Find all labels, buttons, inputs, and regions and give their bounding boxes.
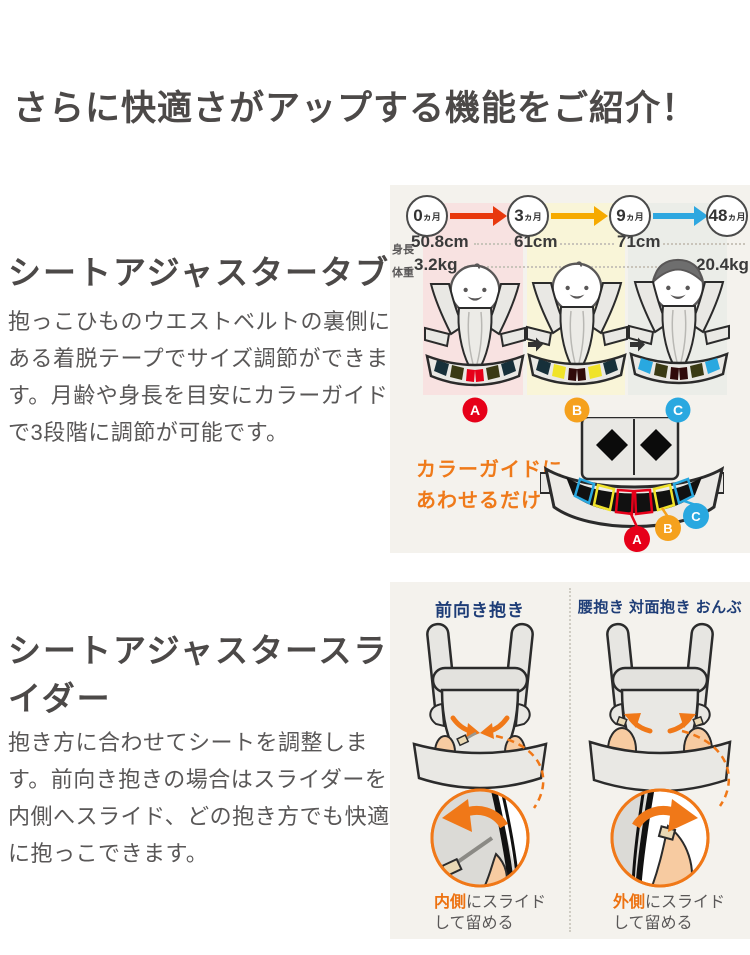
dotted-leader	[474, 243, 511, 245]
page-title: さらに快適さがアップする機能をご紹介！	[13, 89, 698, 128]
timeline-arrows	[450, 206, 708, 226]
section2-body: 抱き方に合わせてシートを調整します。前向き抱きの場合はスライダーを内側へスライド…	[8, 730, 390, 866]
section2-heading: シートアジャスタースライダー	[8, 632, 389, 717]
callout-line2: あわせるだけ	[416, 490, 542, 512]
weight-start-value: 3.2kg	[414, 255, 458, 274]
active-guide-tab	[475, 369, 484, 382]
slide-outward-label: 外側にスライド して留める	[613, 892, 725, 934]
front-carry-header: 前向き抱き	[435, 601, 525, 620]
guide-outline-blue	[573, 477, 596, 505]
weight-end-value: 20.4kg	[696, 255, 749, 274]
active-guide-tab	[588, 364, 602, 379]
dotted-leader	[560, 243, 614, 245]
arrow-0-3-months	[450, 206, 507, 226]
milestone-unit: ヵ月	[422, 211, 441, 222]
arrow-9-48-months	[653, 206, 708, 226]
slide-target-word: 内側	[434, 894, 467, 911]
section1-heading: シートアジャスタータブ	[8, 254, 391, 291]
milestone-number: 9	[616, 206, 626, 225]
carrier-slider-outward-illustration	[588, 622, 732, 888]
arrow-3-9-months	[551, 206, 608, 226]
badge-letter: A	[470, 402, 480, 418]
guide-outline-yellow	[592, 483, 616, 512]
guide-outline-red	[633, 488, 654, 516]
dotted-leader	[663, 243, 745, 245]
height-label: 身長	[392, 244, 414, 256]
slide-suffix: にスライド	[466, 894, 547, 911]
next-step-arrow-icon	[528, 337, 543, 352]
next-step-arrow-icon	[630, 337, 645, 352]
slide-line2: して留める	[613, 915, 693, 932]
milestone-number: 3	[514, 206, 524, 225]
other-carries-header: 腰抱き 対面抱き おんぶ	[577, 599, 743, 616]
dotted-divider	[569, 588, 571, 932]
slide-inward-label: 内側にスライド して留める	[434, 892, 546, 934]
seat-adjuster-slider-diagram: 前向き抱き 腰抱き 対面抱き おんぶ	[390, 582, 750, 939]
stage-b-badge: B	[564, 397, 590, 423]
carrier-illustration-stage-a	[424, 283, 526, 387]
carrier-illustration-stage-c	[628, 281, 730, 385]
active-guide-tab	[638, 358, 653, 374]
carrier-slider-inward-illustration	[412, 622, 548, 888]
weight-label: 体重	[392, 267, 414, 279]
milestone-unit: ヵ月	[523, 211, 542, 222]
badge-letter: C	[673, 402, 683, 418]
section1-body: 抱っこひものウエストベルトの裏側にある着脱テープでサイズ調節ができます。月齢や身…	[8, 309, 391, 445]
active-guide-tab	[466, 369, 475, 382]
closeup-badge-c: C	[691, 509, 701, 524]
closeup-badge-b: B	[663, 521, 672, 536]
guide-outline-yellow	[652, 483, 676, 512]
milestone-unit: ヵ月	[625, 211, 644, 222]
milestone-number: 0	[413, 206, 423, 225]
waist-belt-closeup-illustration: A B C	[540, 417, 724, 552]
carrier-illustration-stage-b	[526, 282, 628, 386]
badge-letter: B	[572, 402, 582, 418]
stage-c-badge: C	[665, 397, 691, 423]
color-guide-callout: カラーガイドに あわせるだけ	[416, 455, 563, 517]
milestone-unit: ヵ月	[727, 211, 746, 222]
closeup-badge-a: A	[632, 532, 642, 547]
milestone-number: 48	[708, 206, 728, 225]
stage-a-badge: A	[462, 397, 488, 423]
slide-line2: して留める	[434, 915, 514, 932]
guide-outline-blue	[672, 477, 695, 505]
active-guide-tab	[552, 364, 566, 379]
active-guide-tab	[705, 358, 720, 374]
slide-target-word: 外側	[613, 894, 646, 911]
slide-suffix: にスライド	[645, 894, 726, 911]
callout-line1: カラーガイドに	[416, 459, 563, 481]
